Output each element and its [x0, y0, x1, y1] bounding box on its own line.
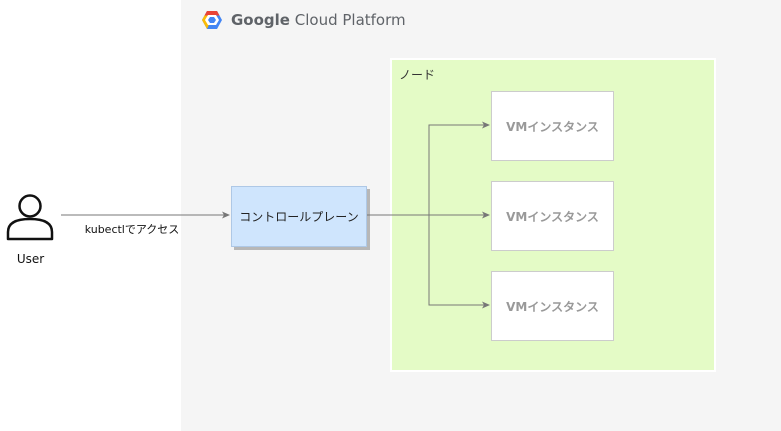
user-label: User	[16, 252, 45, 266]
vm1-arrow	[428, 121, 490, 215]
gcp-title-rest: Cloud Platform	[289, 11, 406, 29]
gcp-title: Google Cloud Platform	[231, 11, 406, 29]
vm3-arrow	[428, 215, 490, 309]
vm-instance-1: VMインスタンス	[491, 91, 614, 161]
vm-instance-3: VMインスタンス	[491, 271, 614, 341]
node-label: ノード	[399, 68, 436, 82]
access-edge-label: kubectlでアクセス	[84, 223, 180, 236]
gcp-title-bold: Google	[231, 11, 290, 29]
gcp-header: Google Cloud Platform	[201, 9, 406, 31]
vm-instance-2: VMインスタンス	[491, 181, 614, 251]
control-plane-box: コントロールプレーン	[231, 186, 367, 247]
user-icon	[6, 194, 54, 241]
google-cloud-logo-icon	[202, 11, 222, 29]
